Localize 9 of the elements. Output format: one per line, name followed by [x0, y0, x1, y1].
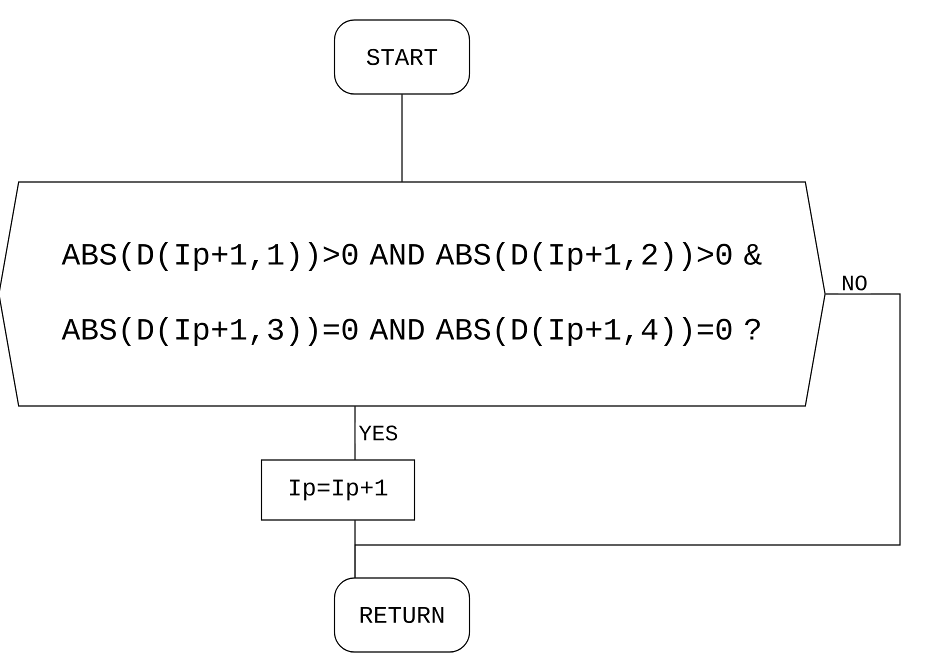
connector-line: [354, 293, 901, 578]
terminal-box: RETURN: [334, 577, 470, 653]
edge-label: YES: [356, 422, 402, 444]
connector-line: [401, 94, 403, 182]
process-box: Ip=Ip+1: [260, 459, 416, 521]
terminal-box: START: [334, 19, 470, 95]
decision-box: ABS(D(Ip+1,1))>0 AND ABS(D(Ip+1,2))>0 & ABS(D(Ip+1,3))=0 AND ABS(D(Ip+1,4))=0 ?: [0, 181, 826, 407]
edge-label: NO: [838, 272, 871, 294]
connector-line: [354, 406, 356, 460]
